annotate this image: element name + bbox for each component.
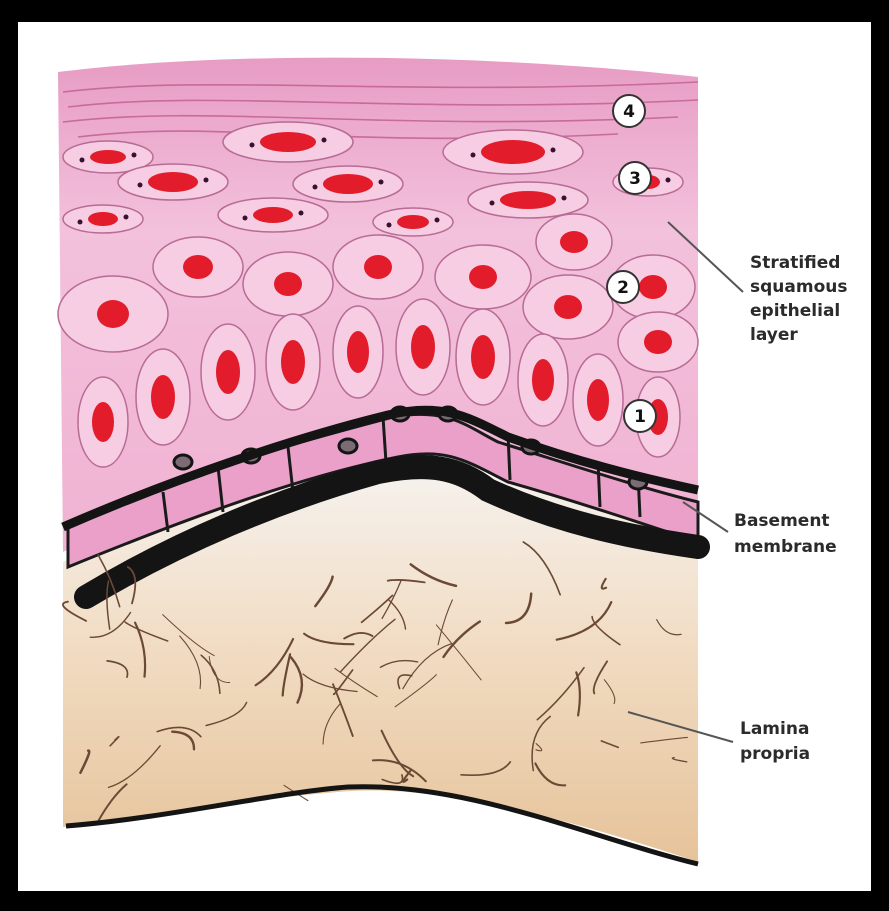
cell-nucleus <box>532 359 554 401</box>
epithelial-cell <box>435 245 531 309</box>
cell-nucleus <box>253 207 293 223</box>
cell-nucleus <box>148 172 198 192</box>
cell-nucleus <box>323 174 373 194</box>
stratified-label-line-4: layer <box>750 325 798 345</box>
cell-nucleus <box>281 340 305 384</box>
epithelial-cell <box>153 237 243 297</box>
marker-3: 3 <box>619 162 651 194</box>
marker-2: 2 <box>607 271 639 303</box>
epithelial-cell <box>523 275 613 339</box>
epithelial-cell <box>373 208 453 236</box>
cell-nucleus <box>347 331 369 373</box>
cell-nucleus <box>216 350 240 394</box>
cell-nucleus <box>183 255 213 279</box>
cell-nucleus <box>92 402 114 442</box>
cell-nucleus <box>471 335 495 379</box>
epithelial-cell <box>443 130 583 174</box>
marker-1: 1 <box>624 400 656 432</box>
cell-nucleus <box>639 275 667 299</box>
cell-nucleus <box>481 140 545 164</box>
basement-label-line-2: membrane <box>734 537 837 557</box>
cell-nucleus <box>500 191 556 209</box>
stratified-label-line-2: squamous <box>750 277 847 297</box>
marker-1-text: 1 <box>634 407 646 427</box>
stratified-label: Stratified squamous epithelial layer <box>750 253 847 345</box>
cell-nucleus <box>88 212 118 226</box>
basement-label-line-1: Basement <box>734 511 830 531</box>
marker-4-text: 4 <box>623 102 635 122</box>
basal-nucleus <box>339 439 357 453</box>
cell-nucleus <box>411 325 435 369</box>
epithelial-cell <box>266 314 320 410</box>
epithelial-cell <box>243 252 333 316</box>
epithelial-cell <box>78 377 128 467</box>
epithelial-cell <box>218 198 328 232</box>
epithelial-cell <box>58 276 168 352</box>
cell-nucleus <box>97 300 129 328</box>
epithelial-cell <box>118 164 228 200</box>
basement-label: Basement membrane <box>734 511 837 557</box>
marker-4: 4 <box>613 95 645 127</box>
cell-nucleus <box>364 255 392 279</box>
lamina-label: Lamina propria <box>740 719 810 764</box>
stratified-label-line-1: Stratified <box>750 253 840 273</box>
marker-2-text: 2 <box>617 278 629 298</box>
cell-nucleus <box>469 265 497 289</box>
epithelial-cell <box>396 299 450 395</box>
cell-nucleus <box>274 272 302 296</box>
epithelial-cell <box>293 166 403 202</box>
lamina-label-line-1: Lamina <box>740 719 809 739</box>
basal-nucleus <box>174 455 192 469</box>
cell-nucleus <box>397 215 429 229</box>
epithelial-cell <box>333 306 383 398</box>
cell-nucleus <box>90 150 126 164</box>
lamina-label-line-2: propria <box>740 744 810 764</box>
cell-nucleus <box>644 330 672 354</box>
cell-nucleus <box>260 132 316 152</box>
epithelial-cell <box>136 349 190 445</box>
diagram-panel: 4 3 2 1 Stratified squamous epithelial l… <box>18 22 871 891</box>
epithelial-cell <box>63 205 143 233</box>
stratified-label-line-3: epithelial <box>750 301 840 321</box>
epithelial-cell <box>573 354 623 446</box>
epithelial-cell <box>536 214 612 270</box>
marker-3-text: 3 <box>629 169 641 189</box>
cell-nucleus <box>587 379 609 421</box>
cell-nucleus <box>554 295 582 319</box>
epithelial-cell <box>201 324 255 420</box>
epithelial-cell <box>518 334 568 426</box>
epithelium-diagram: 4 3 2 1 Stratified squamous epithelial l… <box>18 22 871 891</box>
cell-nucleus <box>560 231 588 253</box>
epithelial-cell <box>223 122 353 162</box>
epithelial-cell <box>456 309 510 405</box>
epithelial-cell <box>618 312 698 372</box>
epithelial-cell <box>468 182 588 218</box>
epithelial-cell <box>333 235 423 299</box>
cell-nucleus <box>151 375 175 419</box>
